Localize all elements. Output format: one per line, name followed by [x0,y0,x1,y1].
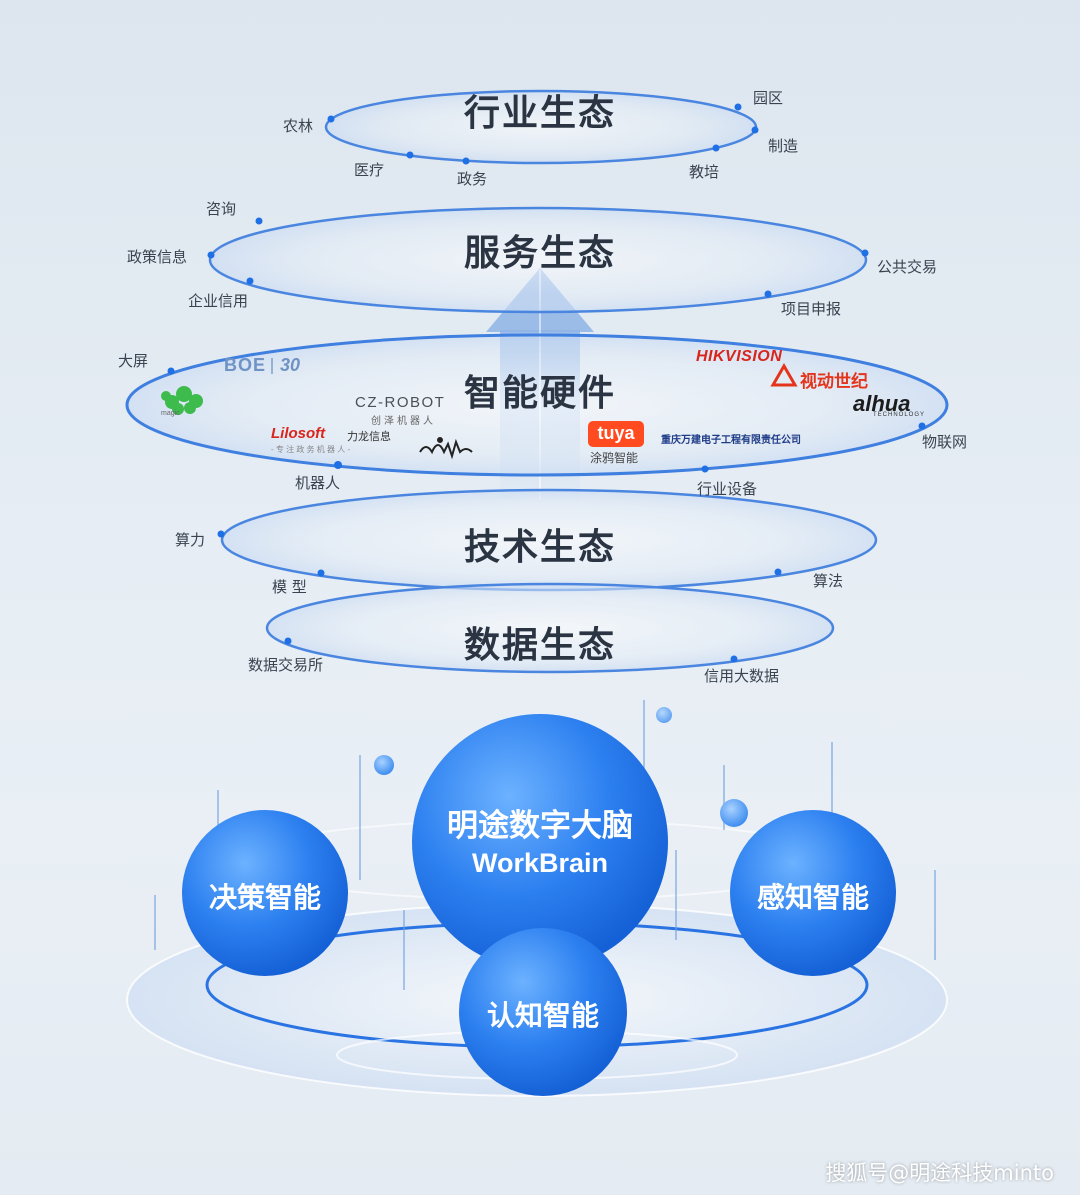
layer-title-hardware: 智能硬件 [463,373,616,414]
boe-logo: BOE [224,355,267,375]
label-park: 园区 [753,89,784,107]
hikvision-logo: HIKVISION [696,348,783,365]
cognition-intelligence-label: 认知智能 [486,999,599,1032]
label-computing: 算力 [175,531,206,549]
label-big-screen: 大屏 [118,352,149,370]
lilosoft-tagline: - 专 注 政 务 机 器 人 - [271,445,351,454]
label-enterprise-credit: 企业信用 [188,292,249,310]
tuya-logo: tuya [588,421,644,447]
decision-intelligence-label: 决策智能 [208,881,321,914]
core-sphere [412,714,668,970]
label-medical: 医疗 [354,161,385,179]
lilosoft-cn-name: 力龙信息 [347,431,391,443]
lilosoft-logo: Lilosoft [271,425,326,442]
watermark: 搜狐号@明途科技minto [825,1161,1054,1185]
dahua-tagline: TECHNOLOGY [873,412,926,418]
label-public-trading: 公共交易 [877,258,938,276]
layer-title-data: 数据生态 [463,625,616,666]
czrobot-subtitle: 创泽机器人 [371,416,436,427]
layer-title-technology: 技术生态 [463,527,616,568]
chongqing-logo: 重庆万建电子工程有限责任公司 [661,435,801,446]
label-manufacturing: 制造 [768,137,799,155]
layer-disc-data [265,582,835,674]
core-subtitle: WorkBrain [471,848,609,878]
label-credit-big-data: 信用大数据 [704,667,780,685]
ayu-logo-icon [419,437,473,460]
bottom-sphere [459,928,627,1096]
magic-logo-text: magic [161,410,180,417]
label-industry-equipment: 行业设备 [697,480,758,498]
label-model: 模 型 [272,578,307,596]
label-project-application: 项目申报 [781,300,842,318]
layer-disc-service [208,206,868,314]
shidong-logo: 视动世纪 [800,372,868,392]
core-title: 明途数字大脑 [447,808,633,844]
layer-title-industry: 行业生态 [463,93,616,134]
boe-anniversary: 30 [280,355,301,375]
floating-orbs [374,707,748,827]
layer-disc-hardware [125,333,949,477]
tuya-subtitle: 涂鸦智能 [590,451,639,465]
label-robot: 机器人 [295,474,341,492]
label-algorithm: 算法 [813,572,844,590]
label-consulting: 咨询 [206,200,237,218]
label-policy-info: 政策信息 [127,248,188,266]
perception-intelligence-label: 感知智能 [756,881,869,914]
label-data-exchange: 数据交易所 [248,656,324,674]
czrobot-logo: CZ-ROBOT [355,394,446,411]
ring-dots [167,103,926,663]
right-sphere [730,810,896,976]
shidong-logo-icon [770,363,798,387]
left-sphere [182,810,348,976]
label-iot: 物联网 [922,433,968,451]
label-education: 教培 [689,163,720,181]
dahua-logo: alhua [853,391,911,416]
magic-logo-icon [161,386,203,415]
layer-title-service: 服务生态 [463,233,616,274]
label-government: 政务 [457,170,488,188]
label-agriculture: 农林 [283,117,314,135]
